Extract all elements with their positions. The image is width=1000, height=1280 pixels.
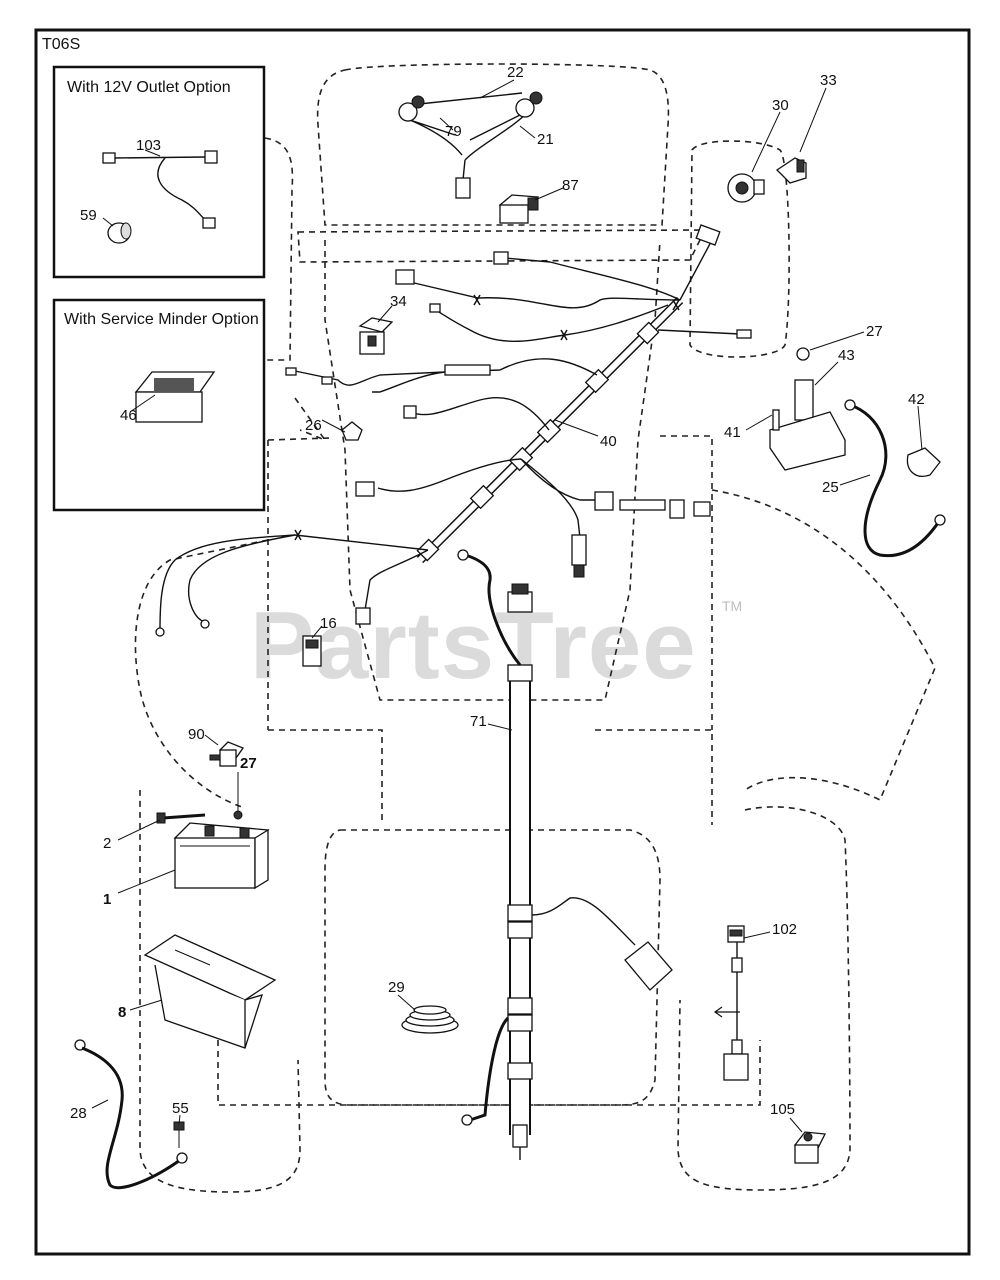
watermark-text: PartsTree bbox=[250, 592, 697, 699]
callout-8: 8 bbox=[118, 1004, 126, 1021]
outlet-socket-face bbox=[120, 222, 132, 240]
callout-1: 1 bbox=[103, 891, 111, 908]
callout-103: 103 bbox=[136, 137, 161, 154]
part-8-battery-tray bbox=[143, 934, 277, 1049]
part-55-screw bbox=[173, 1121, 185, 1148]
headlight-left-bulb bbox=[411, 95, 425, 109]
part-16-relay bbox=[302, 635, 322, 667]
callout-41: 41 bbox=[724, 424, 741, 441]
left-fender-upper bbox=[264, 137, 294, 361]
service-minder-display bbox=[154, 378, 194, 392]
callout-16: 16 bbox=[320, 615, 337, 632]
left-mower-deck-outline bbox=[134, 539, 269, 809]
outlet-harness-wire bbox=[114, 156, 208, 223]
inset-12v-outlet: With 12V Outlet Option bbox=[52, 65, 266, 279]
part-29-wire-coil bbox=[401, 1005, 459, 1034]
part-26-fuse bbox=[341, 421, 363, 441]
callout-46: 46 bbox=[120, 407, 137, 424]
part-43-solenoid bbox=[769, 347, 846, 471]
right-rear-fender bbox=[677, 806, 851, 1191]
inset-service-minder-title: With Service Minder Option bbox=[64, 311, 259, 328]
callout-22: 22 bbox=[507, 64, 524, 81]
headlight-right bbox=[515, 98, 535, 118]
part-42-boot bbox=[906, 447, 941, 477]
callout-29: 29 bbox=[388, 979, 405, 996]
callout-105: 105 bbox=[770, 1101, 795, 1118]
diagram-frame bbox=[34, 28, 971, 1256]
part-25-cable bbox=[849, 403, 942, 558]
part-28-ground-cable bbox=[74, 1039, 188, 1190]
diagram-code: T06S bbox=[42, 36, 80, 53]
part-33-key bbox=[775, 157, 807, 184]
right-fender-upper bbox=[689, 140, 790, 358]
engine-area-outline bbox=[294, 397, 328, 442]
outlet-connector bbox=[202, 217, 216, 229]
callout-26: 26 bbox=[305, 417, 322, 434]
part-105-relay bbox=[793, 1131, 827, 1164]
headlight-right-bulb bbox=[529, 91, 543, 105]
callout-43: 43 bbox=[838, 347, 855, 364]
part-1-battery bbox=[173, 822, 270, 890]
callout-leaders bbox=[91, 79, 923, 1133]
tractor-outline bbox=[134, 63, 936, 1193]
left-rear-fender bbox=[139, 790, 301, 1193]
callout-21: 21 bbox=[537, 131, 554, 148]
dash-panel-outline bbox=[297, 229, 707, 263]
part-102-fuse-holder bbox=[713, 925, 749, 1081]
rear-frame-outline bbox=[217, 1040, 761, 1106]
part-71-connector bbox=[624, 941, 673, 991]
callout-90: 90 bbox=[188, 726, 205, 743]
callout-59: 59 bbox=[80, 207, 97, 224]
callout-42: 42 bbox=[908, 391, 925, 408]
callout-30: 30 bbox=[772, 97, 789, 114]
headlight-assembly bbox=[398, 91, 543, 199]
callout-79: 79 bbox=[445, 123, 462, 140]
headlight-connector bbox=[455, 177, 471, 199]
part-2-bolt bbox=[156, 812, 206, 824]
frame-center bbox=[324, 239, 661, 701]
headlight-left bbox=[398, 102, 418, 122]
callout-27: 27 bbox=[866, 323, 883, 340]
service-minder-body bbox=[135, 391, 203, 423]
part-71-harness bbox=[457, 549, 673, 1160]
part-87-switch bbox=[498, 194, 540, 224]
part-27-nut-battery bbox=[233, 810, 243, 820]
callout-71: 71 bbox=[470, 713, 487, 730]
part-27-nut bbox=[796, 347, 810, 361]
frame-left-rail bbox=[267, 437, 331, 730]
inset-12v-outlet-title: With 12V Outlet Option bbox=[67, 79, 231, 96]
main-wiring-harness bbox=[155, 224, 752, 637]
part-34-switch bbox=[358, 317, 394, 355]
callout-87: 87 bbox=[562, 177, 579, 194]
callout-33: 33 bbox=[820, 72, 837, 89]
right-mower-deck-outline bbox=[711, 489, 936, 802]
seat-outline bbox=[324, 829, 661, 1106]
battery-tray-outline bbox=[268, 729, 713, 825]
callout-40: 40 bbox=[600, 433, 617, 450]
callout-102: 102 bbox=[772, 921, 797, 938]
part-30-ignition-switch bbox=[727, 173, 765, 203]
callout-28: 28 bbox=[70, 1105, 87, 1122]
callout-34: 34 bbox=[390, 293, 407, 310]
watermark-trademark: TM bbox=[722, 598, 742, 614]
callout-27-battery: 27 bbox=[240, 755, 257, 772]
callout-25: 25 bbox=[822, 479, 839, 496]
outlet-connector bbox=[204, 150, 218, 164]
inset-service-minder: With Service Minder Option bbox=[52, 298, 266, 512]
callout-55: 55 bbox=[172, 1100, 189, 1117]
hood-outline bbox=[316, 63, 670, 226]
callout-labels: 22 79 21 87 30 33 103 59 34 27 43 42 41 … bbox=[70, 64, 925, 1122]
callout-2: 2 bbox=[103, 835, 111, 852]
part-90-switch bbox=[209, 741, 245, 767]
frame-right-rail bbox=[660, 435, 713, 730]
outlet-connector bbox=[102, 152, 116, 164]
